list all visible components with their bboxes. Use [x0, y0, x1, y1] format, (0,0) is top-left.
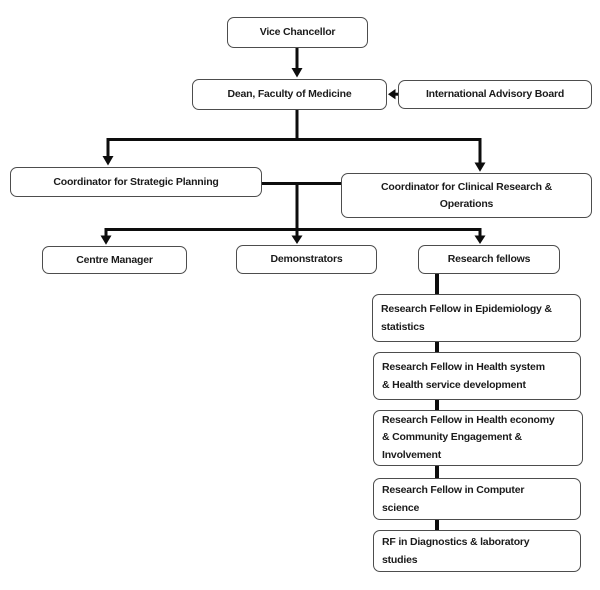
arrowhead-advisory-dean — [388, 89, 396, 100]
node-rf-computer-science: Research Fellow in Computer science — [373, 478, 581, 520]
node-vice-chancellor: Vice Chancellor — [227, 17, 368, 48]
node-coordinator-clinical-research: Coordinator for Clinical Research & Oper… — [341, 173, 592, 218]
node-dean-faculty-of-medicine: Dean, Faculty of Medicine — [192, 79, 387, 110]
node-international-advisory-board: International Advisory Board — [398, 80, 592, 109]
arrowhead-strategic — [102, 156, 114, 166]
node-centre-manager: Centre Manager — [42, 246, 187, 274]
arrowhead-vc-dean — [291, 68, 303, 78]
node-coordinator-strategic-planning: Coordinator for Strategic Planning — [10, 167, 262, 197]
node-rf-epidemiology-statistics: Research Fellow in Epidemiology & statis… — [372, 294, 581, 342]
edge-dean-distributor — [106, 108, 482, 165]
edge-coordinators-link — [104, 182, 482, 238]
arrowhead-clinical — [474, 162, 486, 172]
node-rf-health-system: Research Fellow in Health system & Healt… — [373, 352, 581, 400]
arrowhead-research-fellows — [474, 235, 486, 244]
node-rf-health-economy: Research Fellow in Health economy & Comm… — [373, 410, 583, 466]
node-rf-diagnostics-laboratory: RF in Diagnostics & laboratory studies — [373, 530, 581, 572]
arrowhead-centre-manager — [100, 235, 112, 245]
arrowhead-demonstrators — [291, 235, 303, 244]
node-demonstrators: Demonstrators — [236, 245, 377, 274]
node-research-fellows: Research fellows — [418, 245, 560, 274]
